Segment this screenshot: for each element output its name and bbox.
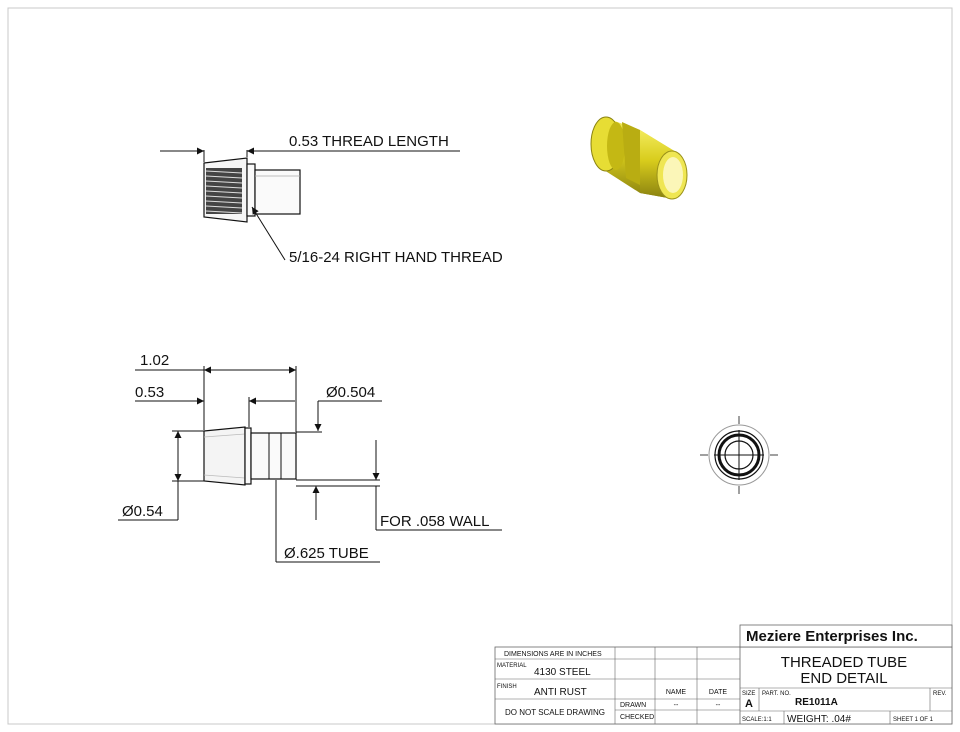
- size-value: A: [745, 698, 753, 710]
- checked-label: CHECKED: [620, 714, 654, 721]
- material-label: MATERIAL: [497, 663, 527, 669]
- drawing-title-line2: END DETAIL: [800, 670, 887, 687]
- thread-spec-label: 5/16-24 RIGHT HAND THREAD: [289, 249, 503, 266]
- sheet-border: [7, 7, 953, 725]
- drawn-name: --: [674, 702, 679, 709]
- tip-diameter-label: Ø0.504: [326, 384, 375, 401]
- name-header: NAME: [666, 689, 687, 696]
- overall-length-label: 1.02: [140, 352, 169, 369]
- top-view: 0.53 THREAD LENGTH 5/16-24 RIGHT HAND TH…: [160, 133, 503, 266]
- rev-label: REV.: [933, 691, 947, 697]
- thread-diameter-label: Ø0.54: [122, 503, 163, 520]
- title-block: Meziere Enterprises Inc. THREADED TUBE E…: [494, 624, 953, 725]
- size-label: SIZE: [742, 691, 755, 697]
- wall-label: FOR .058 WALL: [380, 513, 489, 530]
- finish-value: ANTI RUST: [534, 687, 587, 698]
- company-name: Meziere Enterprises Inc.: [746, 628, 918, 645]
- threaded-length-label: 0.53: [135, 384, 164, 401]
- weight-value: WEIGHT: .04#: [787, 714, 851, 725]
- tube-label: Ø.625 TUBE: [284, 545, 369, 562]
- dimensions-note: DIMENSIONS ARE IN INCHES: [504, 651, 602, 658]
- side-view: 1.02 0.53 Ø0.504 Ø0.54 FOR .058 WALL Ø.6…: [118, 352, 502, 563]
- drawn-label: DRAWN: [620, 702, 646, 709]
- scale-value: SCALE:1:1: [742, 717, 772, 723]
- sheet-value: SHEET 1 OF 1: [893, 717, 934, 723]
- no-scale-note: DO NOT SCALE DRAWING: [505, 708, 605, 717]
- part-no-label: PART. NO.: [762, 691, 791, 697]
- part-no-value: RE1011A: [795, 697, 838, 708]
- date-header: DATE: [709, 689, 727, 696]
- thread-length-label: 0.53 THREAD LENGTH: [289, 133, 449, 150]
- finish-label: FINISH: [497, 684, 517, 690]
- end-view: [700, 416, 778, 494]
- material-value: 4130 STEEL: [534, 667, 591, 678]
- drawn-date: --: [716, 702, 721, 709]
- drawing-title-line1: THREADED TUBE: [781, 654, 907, 671]
- isometric-view: [590, 116, 688, 200]
